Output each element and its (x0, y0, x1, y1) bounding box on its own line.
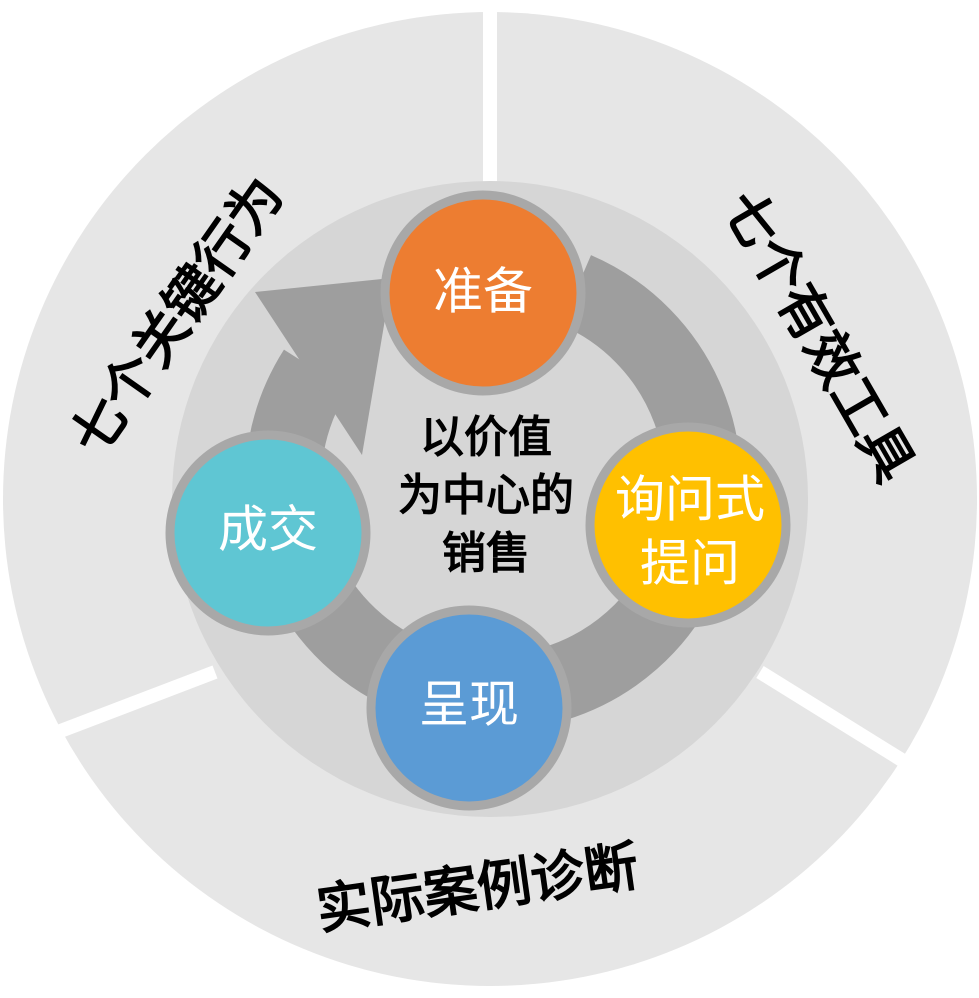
stage-inquiry-label-line-2: 提问 (640, 535, 740, 593)
stage-present: 呈现 (366, 605, 572, 811)
stage-close-label: 成交 (218, 501, 318, 559)
stage-prepare-circle (380, 190, 586, 396)
stage-inquiry: 询问式 提问 (585, 422, 791, 628)
stage-inquiry-circle (585, 422, 791, 628)
stage-close: 成交 (165, 430, 371, 636)
cycle-arrowhead (255, 278, 392, 455)
stage-inquiry-label-line-1: 询问式 (615, 471, 765, 529)
center-title-line-2: 为中心的 (398, 470, 574, 521)
stage-present-circle (366, 605, 572, 811)
center-title-line-3: 销售 (442, 528, 530, 579)
segment-divider-right (756, 666, 909, 768)
center-title-line-1: 以价值 (420, 412, 552, 463)
stage-prepare: 准备 (380, 190, 586, 396)
stage-prepare-label: 准备 (433, 263, 533, 321)
stage-close-circle (165, 430, 371, 636)
stage-present-label: 呈现 (419, 676, 519, 734)
segment-divider-left (47, 665, 218, 742)
